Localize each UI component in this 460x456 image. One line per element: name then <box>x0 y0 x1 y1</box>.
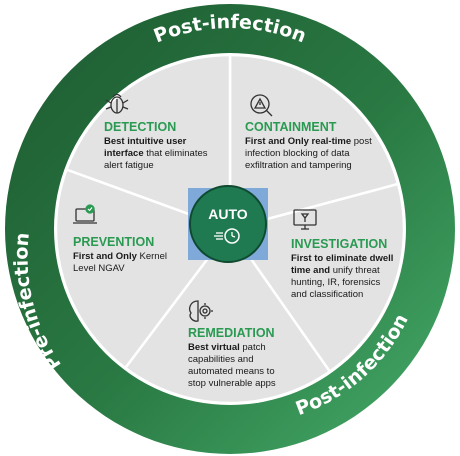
segment-detection <box>64 53 232 231</box>
prevention-description-line: First and Only Kernel <box>73 251 167 262</box>
segments-group <box>54 53 406 405</box>
investigation-description-line: time and unify threat <box>291 265 380 276</box>
containment-description-line: exfiltration and tampering <box>245 160 352 171</box>
segment-prevention <box>54 167 233 370</box>
remediation-description-line: automated means to <box>188 366 275 377</box>
remediation-title: REMEDIATION <box>188 326 275 340</box>
segment-investigation <box>227 182 406 374</box>
monitor-investigation-icon <box>293 209 317 230</box>
warning-search-icon <box>250 94 273 117</box>
investigation-description-line: hunting, IR, forensics <box>291 277 380 288</box>
containment-description-line: First and Only real-time post <box>245 136 372 147</box>
investigation-description-line: First to eliminate dwell <box>291 253 393 264</box>
investigation-title: INVESTIGATION <box>291 237 387 251</box>
center-label: AUTO <box>208 206 248 222</box>
investigation-description-line: and classification <box>291 289 363 300</box>
containment-description-line: infection blocking of data <box>245 148 350 159</box>
detection-title: DETECTION <box>104 120 176 134</box>
prevention-description-line: Level NGAV <box>73 263 125 274</box>
bug-icon <box>105 93 129 114</box>
remediation-description-line: Best virtual patch <box>188 342 266 353</box>
laptop-check-icon <box>73 204 97 224</box>
detection-description-line: alert fatigue <box>104 160 154 171</box>
remediation-description-line: stop vulnerable apps <box>188 378 276 389</box>
containment-title: CONTAINMENT <box>245 120 337 134</box>
speed-clock-icon <box>214 228 240 244</box>
detection-description-line: interface that eliminates <box>104 148 208 159</box>
segment-remediation <box>123 226 332 405</box>
prevention-title: PREVENTION <box>73 235 154 249</box>
remediation-description-line: capabilities and <box>188 354 254 365</box>
center-circle <box>189 185 267 263</box>
detection-description-line: Best intuitive user <box>104 136 187 147</box>
segment-containment <box>228 53 400 231</box>
brain-gear-icon <box>189 300 213 322</box>
